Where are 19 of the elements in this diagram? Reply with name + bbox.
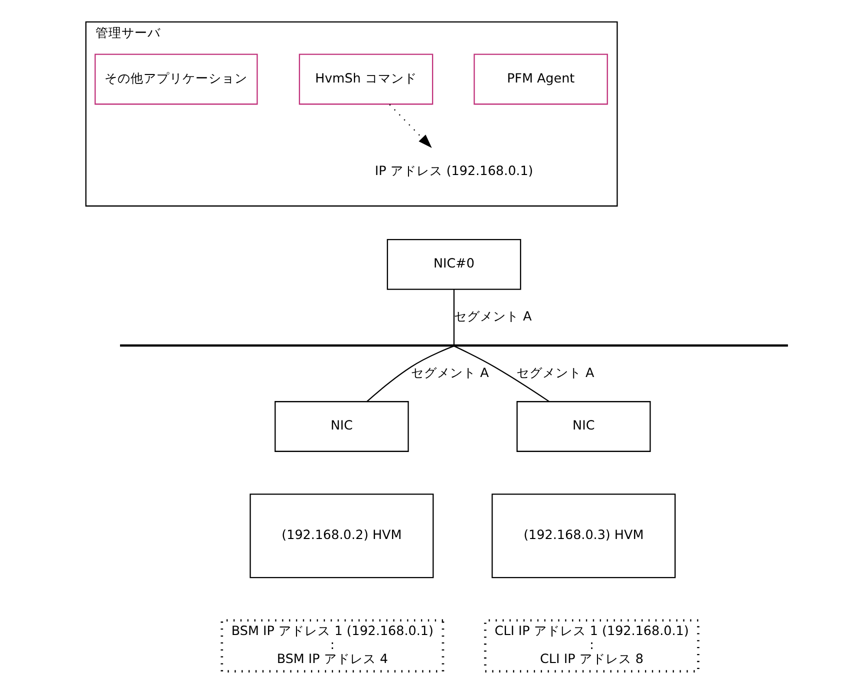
node-text: IP アドレス (192.168.0.1) — [374, 164, 534, 180]
node-bar — [120, 344, 788, 347]
node-box: BSM IP アドレス 1 (192.168.0.1) : BSM IP アドレス 4 — [220, 619, 444, 672]
node-box: (192.168.0.3) HVM — [492, 494, 676, 578]
node-box: NIC#0 — [386, 238, 522, 290]
node-box: NIC — [516, 401, 651, 452]
node-box: その他アプリケーション — [94, 54, 258, 105]
node-box: NIC — [274, 401, 409, 452]
connector — [366, 346, 454, 402]
arrow — [389, 104, 432, 148]
edge-label: セグメント A — [516, 366, 594, 382]
edge-label: セグメント A — [454, 309, 532, 324]
node-box: CLI IP アドレス 1 (192.168.0.1) : CLI IP アドレス 8 — [484, 619, 700, 672]
connector — [453, 289, 455, 345]
connector — [454, 346, 550, 402]
node-box: HvmSh コマンド — [298, 54, 434, 105]
node-box: (192.168.0.2) HVM — [250, 494, 434, 578]
node-box: PFM Agent — [474, 54, 608, 105]
edge-label: セグメント A — [411, 366, 489, 382]
